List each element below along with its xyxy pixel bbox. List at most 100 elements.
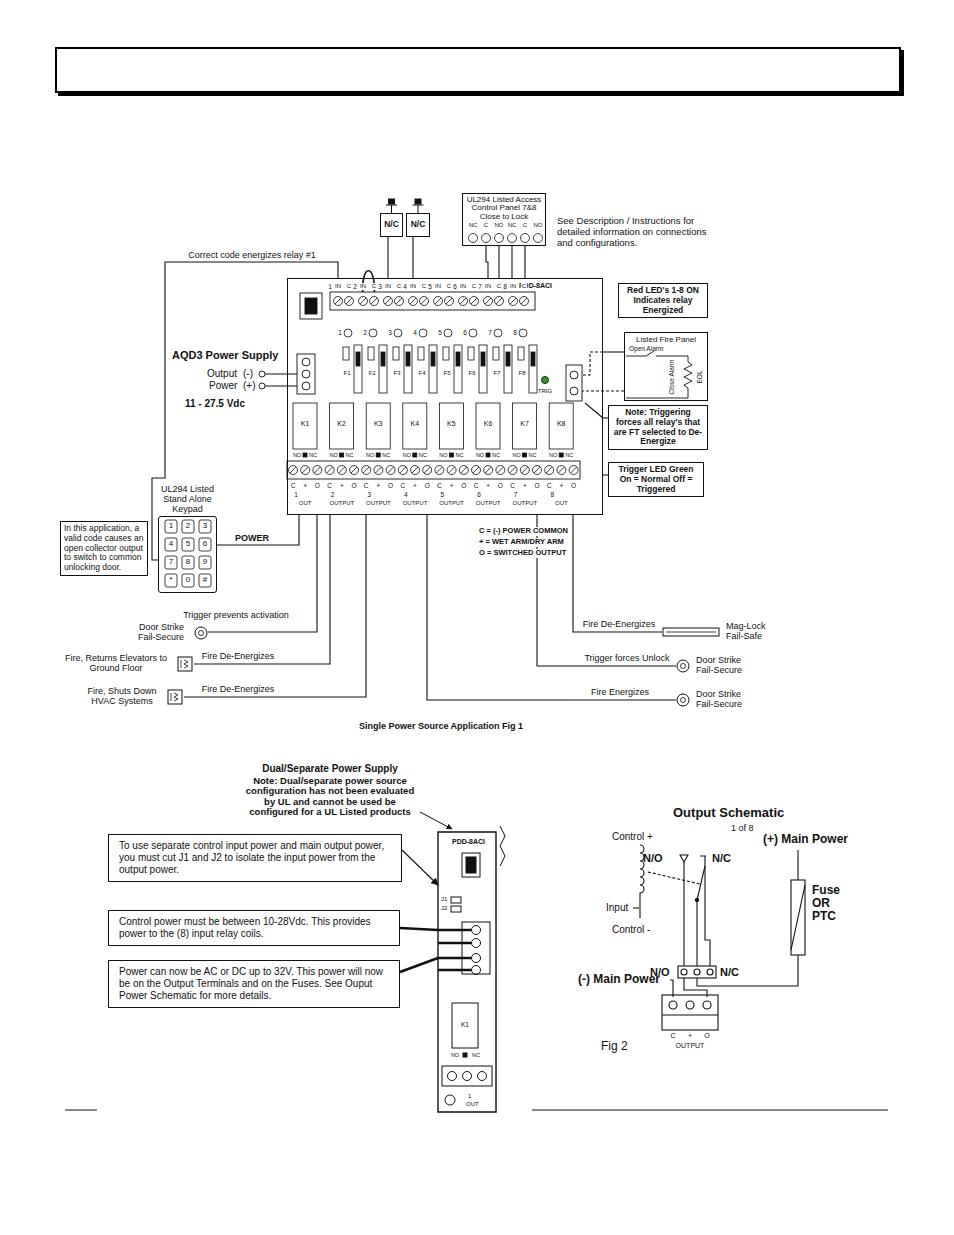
output-number: 2 [331, 491, 335, 498]
node-text: UL294 Listed Stand Alone Keypad [157, 484, 219, 514]
drawing-rect [305, 298, 317, 314]
drawing-rect [493, 347, 499, 360]
node-text: Fire, Shuts Down HVAC Systems [84, 687, 160, 707]
drawing-rect [451, 897, 461, 903]
door-strike: Door Strike Fail-Secure [676, 656, 756, 676]
drawing-line [363, 467, 369, 473]
wire-label: Correct code energizes relay #1 [187, 250, 317, 260]
output-number: 3 [367, 491, 371, 498]
relay-label: K1 [461, 1021, 469, 1028]
pin-label: C [670, 1032, 675, 1040]
drawing-line [473, 467, 479, 473]
drawing-circle [542, 377, 549, 384]
wire-connector [498, 246, 499, 278]
contact-label: NC [565, 452, 573, 458]
key-label: 1 [169, 521, 173, 530]
drawing-rect [393, 347, 399, 360]
contact-label: N/O [643, 852, 663, 865]
drawing-rect [356, 352, 360, 366]
contact-label: NO [329, 452, 337, 458]
strike-symbol [188, 623, 208, 643]
drawing-circle [686, 1001, 694, 1009]
pin-label: IN [384, 283, 392, 290]
pin-label: O [425, 482, 430, 489]
drawing-line [510, 467, 516, 473]
signal-label: Input [606, 902, 628, 914]
drawing-rect [559, 453, 563, 457]
drawing-circle [557, 466, 566, 475]
drawing-circle [445, 1095, 455, 1105]
contact-label: NO [512, 452, 520, 458]
drawing-rect [199, 538, 211, 551]
pin-label: O [534, 482, 539, 489]
fuse-label: Fuse OR PTC [812, 884, 854, 924]
door-strike: Door Strike Fail-Secure [122, 623, 208, 643]
wire-connector [217, 515, 299, 545]
drawing-rect [165, 556, 177, 569]
pin-label: IN [459, 283, 467, 290]
drawing-circle [508, 234, 517, 243]
output-label: OUTPUT [329, 500, 354, 507]
terminal-label: NC [508, 222, 517, 229]
contact-label: NC [455, 452, 463, 458]
wire-label: Fire Energizes [590, 687, 650, 697]
pin-label: IN [484, 283, 492, 290]
wire-connector [427, 515, 676, 700]
channel-number: 6 [453, 283, 457, 290]
node-text: Door Strike Fail-Secure [696, 690, 756, 710]
node-text: PDD-8ACI [452, 838, 485, 846]
pin-label: C [291, 482, 296, 489]
led-number: 6 [463, 329, 467, 336]
channel-number: 7 [478, 283, 482, 290]
drawing-rect [376, 453, 380, 457]
drawing-line [446, 298, 452, 304]
key-label: 0 [186, 575, 190, 584]
drawing-circle [570, 387, 578, 395]
output-label: OUTPUT [512, 500, 537, 507]
pin-label: C [327, 482, 332, 489]
fuse-label: F7 [493, 370, 500, 377]
drawing-path [684, 978, 707, 997]
wire-label: POWER [234, 533, 270, 543]
drawing-rect [479, 345, 487, 393]
pin-label: O [315, 482, 320, 489]
switch-box: N/C [406, 213, 430, 237]
wire-connector [194, 515, 330, 664]
drawing-circle [345, 297, 354, 306]
channel-number: 1 [328, 283, 332, 290]
note-box: In this application, a valid code causes… [60, 521, 148, 576]
contact-label: NO [451, 1052, 459, 1058]
drawing-path [265, 374, 297, 386]
relay-symbol [160, 687, 184, 707]
drawing-rect [418, 347, 424, 360]
drawing-circle [681, 697, 686, 702]
key-label: # [203, 575, 207, 584]
drawing-rect [468, 347, 474, 360]
fuse-label: F1 [343, 370, 350, 377]
drawing-circle [681, 969, 687, 975]
node-text: Trigger LED Green On = Normal Off = Trig… [612, 465, 700, 494]
voltage-range: 11 - 27.5 Vdc [185, 398, 245, 410]
node-text: Red LED's 1-8 ON Indicates relay Energiz… [622, 286, 704, 315]
drawing-circle [459, 466, 468, 475]
drawing-rect [506, 352, 510, 366]
field-wires [265, 246, 624, 418]
drawing-line [396, 298, 402, 304]
key-label: 5 [186, 539, 190, 548]
drawing-circle [325, 466, 334, 475]
output-number: 8 [550, 491, 554, 498]
drawing-circle [302, 370, 310, 378]
wire-connector [603, 351, 624, 352]
channel-number: 4 [403, 283, 407, 290]
drawing-line [485, 467, 491, 473]
drawing-rect [300, 293, 322, 319]
drawing-rect [354, 345, 362, 393]
drawing-rect [523, 453, 527, 457]
drawing-line [302, 467, 308, 473]
drawing-circle [520, 297, 529, 306]
maglock-symbol [662, 622, 722, 642]
drawing-line [371, 298, 377, 304]
drawing-circle [484, 297, 493, 306]
pin-label: + [413, 482, 417, 489]
contact-label: N/C [712, 852, 731, 865]
